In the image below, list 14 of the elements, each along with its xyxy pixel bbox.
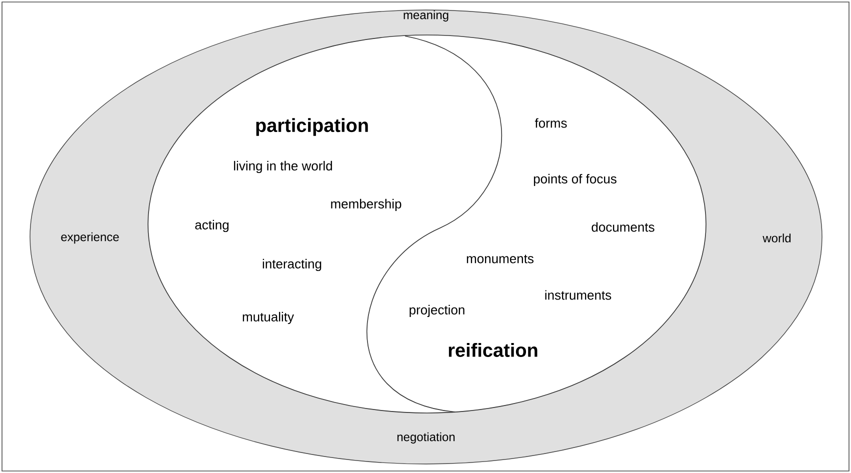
concept-label: membership xyxy=(331,198,402,212)
concept-label: monuments xyxy=(466,254,534,264)
concept-label: acting xyxy=(195,220,229,232)
concept-label: documents xyxy=(592,222,654,232)
concept-label: living in the world xyxy=(234,160,332,174)
concept-label: instruments xyxy=(545,290,612,300)
concept-label: points of focus xyxy=(534,174,616,186)
concept-label: projection xyxy=(410,304,464,318)
concept-label: interacting xyxy=(262,258,322,272)
region-heading: participation xyxy=(256,118,368,136)
concept-label: mutuality xyxy=(242,312,294,324)
concept-label: forms xyxy=(534,118,567,128)
region-heading: reification xyxy=(448,343,538,357)
inner-ellipse xyxy=(148,34,706,414)
